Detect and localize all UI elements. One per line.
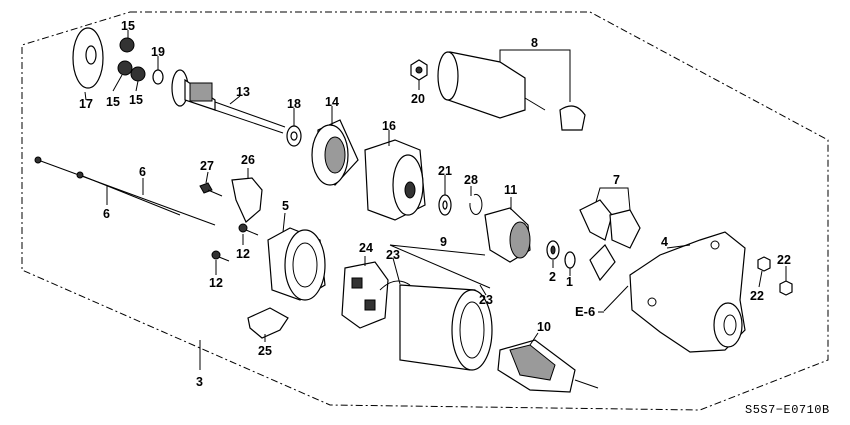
- callout-12: 12: [209, 276, 223, 290]
- part-18-washer: [286, 125, 302, 147]
- part-20-nut: [410, 59, 428, 81]
- callout-14: 14: [325, 95, 339, 109]
- callout-6: 6: [139, 165, 146, 179]
- callout-1: 1: [566, 275, 573, 289]
- part-10-armature: [497, 339, 599, 393]
- callout-15: 15: [106, 95, 120, 109]
- part-28-snap-ring: [469, 193, 483, 215]
- callout-27: 27: [200, 159, 214, 173]
- part-16-gear-housing: [364, 139, 426, 221]
- part-24-brush-holder: [341, 261, 389, 329]
- part-14-internal-gear: [311, 119, 359, 186]
- part-2-washer: [546, 240, 560, 260]
- part-21-washer: [438, 194, 452, 216]
- part-27-bolt: [199, 182, 223, 197]
- callout-6: 6: [103, 207, 110, 221]
- callout-9: 9: [440, 235, 447, 249]
- callout-25: 25: [258, 344, 272, 358]
- callout-16: 16: [382, 119, 396, 133]
- callout-17: 17: [79, 97, 93, 111]
- leader-lines: [84, 30, 787, 370]
- part-6-through-bolt: [34, 156, 216, 226]
- callout-24: 24: [359, 241, 373, 255]
- callout-15: 15: [129, 93, 143, 107]
- callout-22: 22: [777, 253, 791, 267]
- part-4-drive-housing: [629, 231, 746, 353]
- part-26-bracket: [231, 177, 263, 223]
- reference-label: E-6: [575, 304, 595, 319]
- callout-21: 21: [438, 164, 452, 178]
- reference-e6: E-6: [575, 304, 604, 319]
- callout-23: 23: [386, 248, 400, 262]
- part-17-cover-plate: [72, 27, 104, 89]
- callout-11: 11: [504, 183, 517, 197]
- callout-2: 2: [549, 270, 556, 284]
- callout-28: 28: [464, 173, 478, 187]
- callout-8: 8: [531, 36, 538, 50]
- callout-12: 12: [236, 247, 250, 261]
- part-7-shift-lever: [579, 199, 641, 282]
- callout-23: 23: [479, 293, 493, 307]
- diagram-code: S5S7−E0710B: [745, 403, 830, 417]
- callout-4: 4: [661, 235, 668, 249]
- part-12-screw: [211, 223, 259, 262]
- callout-22: 22: [750, 289, 764, 303]
- callout-18: 18: [287, 97, 301, 111]
- callout-20: 20: [411, 92, 425, 106]
- callout-15: 15: [121, 19, 135, 33]
- callout-26: 26: [241, 153, 255, 167]
- part-25-clamp: [247, 307, 289, 339]
- callout-19: 19: [151, 45, 165, 59]
- part-9-yoke: [379, 280, 493, 371]
- part-11-pinion-clutch: [484, 207, 531, 263]
- part-1-ring: [564, 251, 576, 269]
- part-8-solenoid: [437, 51, 586, 131]
- callout-13: 13: [236, 85, 250, 99]
- part-19-washer: [152, 69, 164, 85]
- part-15-planetary-gear: [117, 37, 146, 82]
- assembly-boundary: [21, 11, 829, 411]
- callout-10: 10: [537, 320, 551, 334]
- callout-5: 5: [282, 199, 289, 213]
- part-5-end-cover: [267, 227, 326, 301]
- callout-7: 7: [613, 173, 620, 187]
- callout-labels: 17 15 15 15 19 13 18 14 16 21 28 11 20 8…: [79, 19, 791, 389]
- part-22-nut: [757, 256, 793, 296]
- part-13-gear-shaft: [171, 69, 286, 134]
- callout-3: 3: [196, 375, 203, 389]
